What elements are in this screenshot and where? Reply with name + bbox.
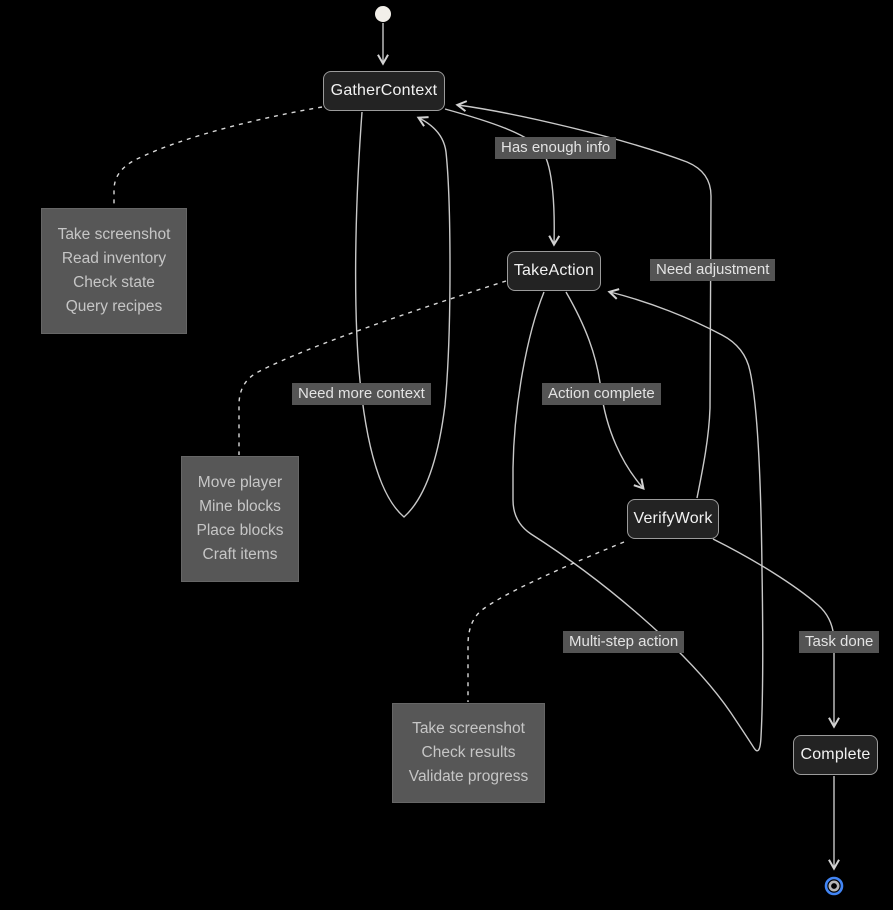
edge-takeaction-self-multi-step [512, 288, 764, 752]
note-line: Mine blocks [199, 498, 281, 515]
note-line: Check state [73, 274, 155, 291]
edge-label-has-enough-info: Has enough info [495, 137, 617, 159]
state-takeaction-label: TakeAction [513, 262, 595, 279]
note-takeaction: Move player Mine blocks Place blocks Cra… [181, 456, 299, 582]
note-line: Move player [197, 474, 283, 491]
note-verifywork: Take screenshot Check results Validate p… [392, 703, 545, 803]
state-takeaction: TakeAction [507, 251, 601, 291]
edge-label-need-adjustment: Need adjustment [650, 259, 776, 281]
note-gathercontext: Take screenshot Read inventory Check sta… [41, 208, 187, 334]
edge-verifywork-complete [712, 538, 840, 729]
edge-gathercontext-takeaction [444, 108, 561, 247]
note-line: Place blocks [196, 522, 284, 539]
note-line: Read inventory [61, 250, 167, 267]
note-line: Take screenshot [57, 226, 171, 243]
state-complete: Complete [793, 735, 878, 775]
note-line: Query recipes [65, 298, 163, 315]
note-line: Take screenshot [412, 720, 525, 737]
edge-label-multi-step-action: Multi-step action [563, 631, 685, 653]
state-gathercontext: GatherContext [323, 71, 445, 111]
state-gathercontext-label: GatherContext [330, 82, 438, 99]
note-link-gathercontext [113, 106, 323, 207]
state-complete-label: Complete [800, 746, 871, 763]
note-line: Validate progress [408, 768, 529, 785]
state-verifywork: VerifyWork [627, 499, 719, 539]
edge-label-action-complete: Action complete [542, 383, 661, 405]
note-line: Check results [421, 744, 516, 761]
state-verifywork-label: VerifyWork [633, 510, 713, 527]
edge-label-need-more-context: Need more context [292, 383, 431, 405]
note-line: Craft items [202, 546, 278, 563]
edge-verifywork-gathercontext [455, 100, 712, 499]
note-link-takeaction [238, 280, 507, 455]
end-node [824, 876, 844, 896]
edge-label-task-done: Task done [799, 631, 880, 653]
note-link-verifywork [467, 541, 625, 702]
edge-gathercontext-self-need-more-context [354, 111, 451, 518]
start-node [375, 6, 391, 22]
